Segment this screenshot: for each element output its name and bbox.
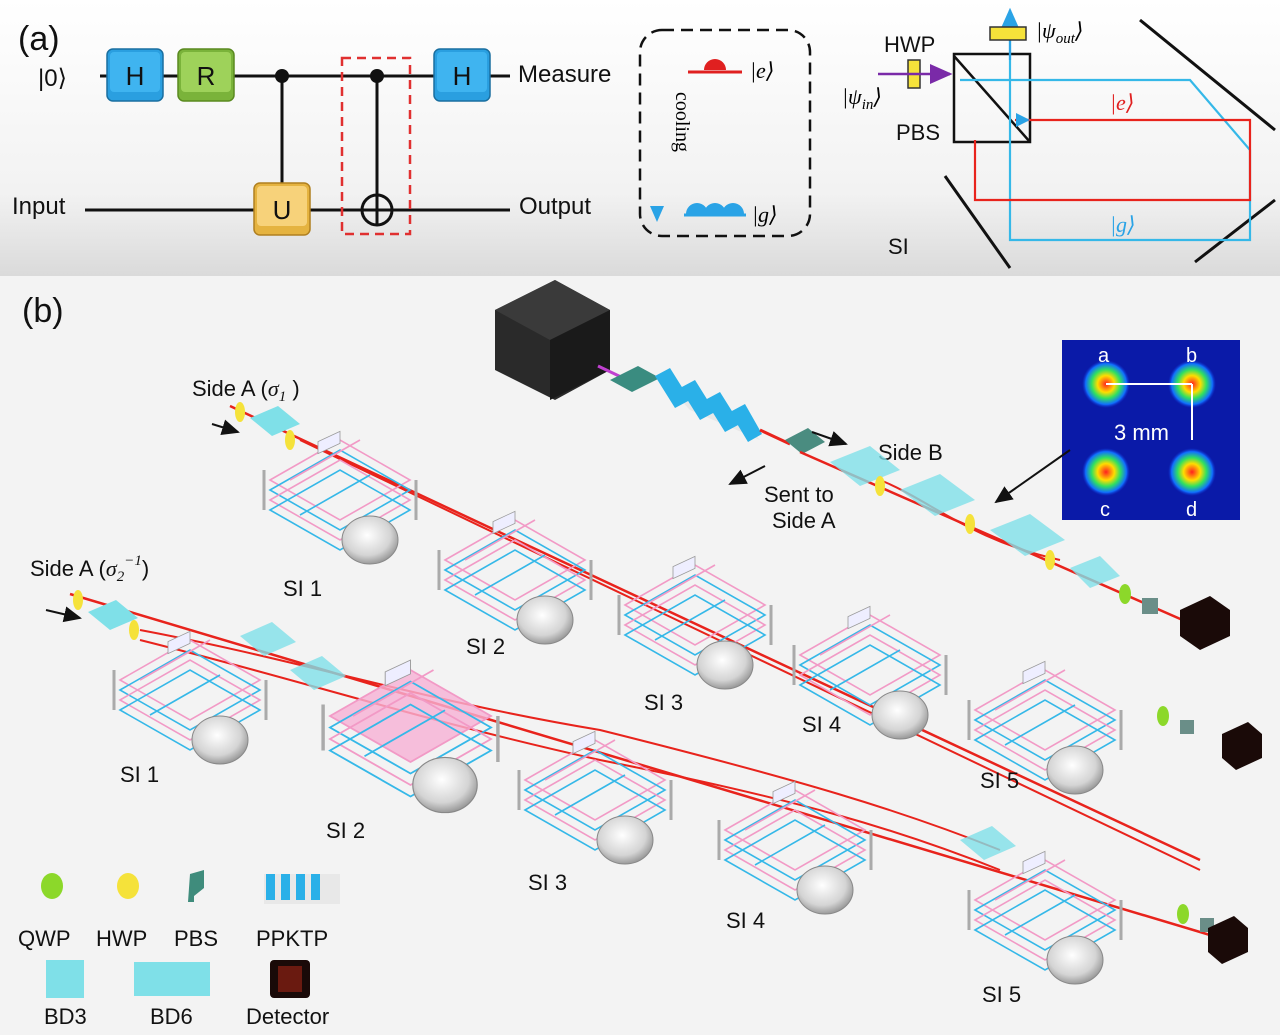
cooling-box: cooling |e⟩ |g⟩	[638, 28, 812, 238]
output-hwp-element	[989, 26, 1027, 41]
excited-path-arrow	[1016, 113, 1030, 127]
rotation-gate-label: R	[197, 61, 216, 91]
sagnac-interferometer: HWP |ψin⟩ PBS |ψout⟩ |e⟩ |g⟩ SI	[842, 7, 1276, 269]
pump-laser	[495, 280, 641, 400]
spot-pointer-arrow	[994, 449, 1071, 504]
ppktp-crystal	[610, 366, 825, 454]
mirror-top-right	[1139, 18, 1276, 132]
pbs-icon	[188, 870, 204, 902]
row2-si-1-label: SI 1	[120, 762, 159, 787]
legend-qwp: QWP	[18, 926, 71, 951]
hadamard-gate-2: H	[433, 48, 491, 102]
side-b-label: Side B	[878, 440, 943, 465]
panel-b-label: (b)	[22, 292, 64, 330]
row2-si-4-label: SI 4	[726, 908, 765, 933]
psi-out-label: |ψout⟩	[1036, 18, 1083, 47]
legend-hwp: HWP	[96, 926, 147, 951]
legend-bd6: BD6	[150, 1004, 193, 1029]
row-2: Side A (σ2−1) SI 1 SI 2 SI 3	[30, 553, 1248, 1007]
top-wire-input: |0⟩	[38, 65, 67, 92]
panel-a: (a) |0⟩ Input H R U	[0, 0, 1280, 276]
row2-si-3	[517, 729, 673, 866]
excited-state-label: |e⟩	[750, 58, 774, 83]
legend-pbs: PBS	[174, 926, 218, 951]
mirror-bottom-right	[1194, 198, 1276, 264]
output-label: Output	[519, 193, 591, 220]
spot-b-label: b	[1186, 345, 1197, 367]
row-1: Side A (σ1 ) SI 1 SI 2 SI 3 SI 4 SI 5	[192, 376, 1262, 871]
g-state-label: |g⟩	[1110, 212, 1136, 237]
row1-si-4-label: SI 4	[802, 712, 841, 737]
measure-label: Measure	[518, 61, 611, 88]
legend-bd3: BD3	[44, 1004, 87, 1029]
legend-detector: Detector	[246, 1004, 329, 1029]
row2-si-2-label: SI 2	[326, 818, 365, 843]
panel-a-label: (a)	[18, 20, 60, 58]
hadamard-gate-1: H	[106, 48, 164, 102]
row1-si-1-label: SI 1	[283, 576, 322, 601]
spot-distance-label: 3 mm	[1114, 420, 1169, 445]
side-a2-label: Side A (σ2−1)	[30, 553, 149, 585]
cooling-arrow-head	[650, 206, 664, 222]
quantum-circuit: |0⟩ Input H R U	[12, 48, 611, 236]
row2-si-3-label: SI 3	[528, 870, 567, 895]
ground-path	[960, 30, 1252, 242]
psi-in-label: |ψin⟩	[842, 84, 882, 113]
cooling-label: cooling	[671, 92, 693, 152]
legend: QWP HWP PBS PPKTP BD3 BD6 Detector	[18, 870, 340, 1029]
ppktp-icon	[264, 874, 340, 904]
row1-si-2	[437, 509, 593, 646]
row1-si-2-label: SI 2	[466, 634, 505, 659]
cnot-highlight-box	[340, 56, 412, 236]
cnot-control-dot	[370, 69, 384, 83]
unitary-gate: U	[253, 182, 311, 236]
si-label: SI	[888, 234, 909, 259]
sent-to-line-1: Sent to	[764, 482, 834, 507]
hwp-label: HWP	[884, 32, 935, 57]
qwp-icon	[41, 873, 63, 899]
row2-si-2	[321, 658, 500, 815]
cnot-target	[360, 193, 394, 227]
spot-image: a b c d 3 mm	[994, 340, 1240, 521]
hadamard-gate-1-label: H	[126, 61, 145, 91]
row1-si-5-label: SI 5	[980, 768, 1019, 793]
e-state-label: |e⟩	[1110, 90, 1134, 115]
row2-si-5	[967, 849, 1123, 986]
panel-b: (b) Sent to Side A Side B	[18, 280, 1262, 1029]
unitary-gate-label: U	[273, 195, 292, 225]
sent-arrow	[728, 465, 766, 485]
detector-icon	[270, 960, 310, 998]
row1-si-3-label: SI 3	[644, 690, 683, 715]
pbs-label: PBS	[896, 120, 940, 145]
control-dot-u	[275, 69, 289, 83]
excited-path	[973, 118, 1252, 202]
legend-ppktp: PPKTP	[256, 926, 328, 951]
row2-si-5-label: SI 5	[982, 982, 1021, 1007]
rotation-gate: R	[177, 48, 235, 102]
sent-to-line-2: Side A	[772, 508, 836, 533]
side-b-arrow	[811, 431, 848, 447]
spot-c-label: c	[1100, 499, 1110, 521]
side-b-line	[799, 446, 1230, 650]
row1-si-1	[262, 429, 418, 566]
side-a1-label: Side A (σ1 )	[192, 376, 300, 405]
bd6-icon	[134, 962, 210, 996]
hwp-icon	[117, 873, 139, 899]
excited-level	[688, 59, 742, 74]
bd3-icon	[46, 960, 84, 998]
mirror-bottom-left	[943, 175, 1012, 269]
pbs-diagonal	[953, 55, 1031, 143]
spot-d-label: d	[1186, 499, 1197, 521]
row2-si-4	[717, 779, 873, 916]
spot-a-label: a	[1098, 345, 1110, 367]
hadamard-gate-2-label: H	[453, 61, 472, 91]
bottom-wire-input: Input	[12, 193, 66, 220]
pbs-cube	[952, 52, 1032, 144]
ground-level	[684, 203, 746, 217]
ground-state-label: |g⟩	[752, 202, 778, 227]
